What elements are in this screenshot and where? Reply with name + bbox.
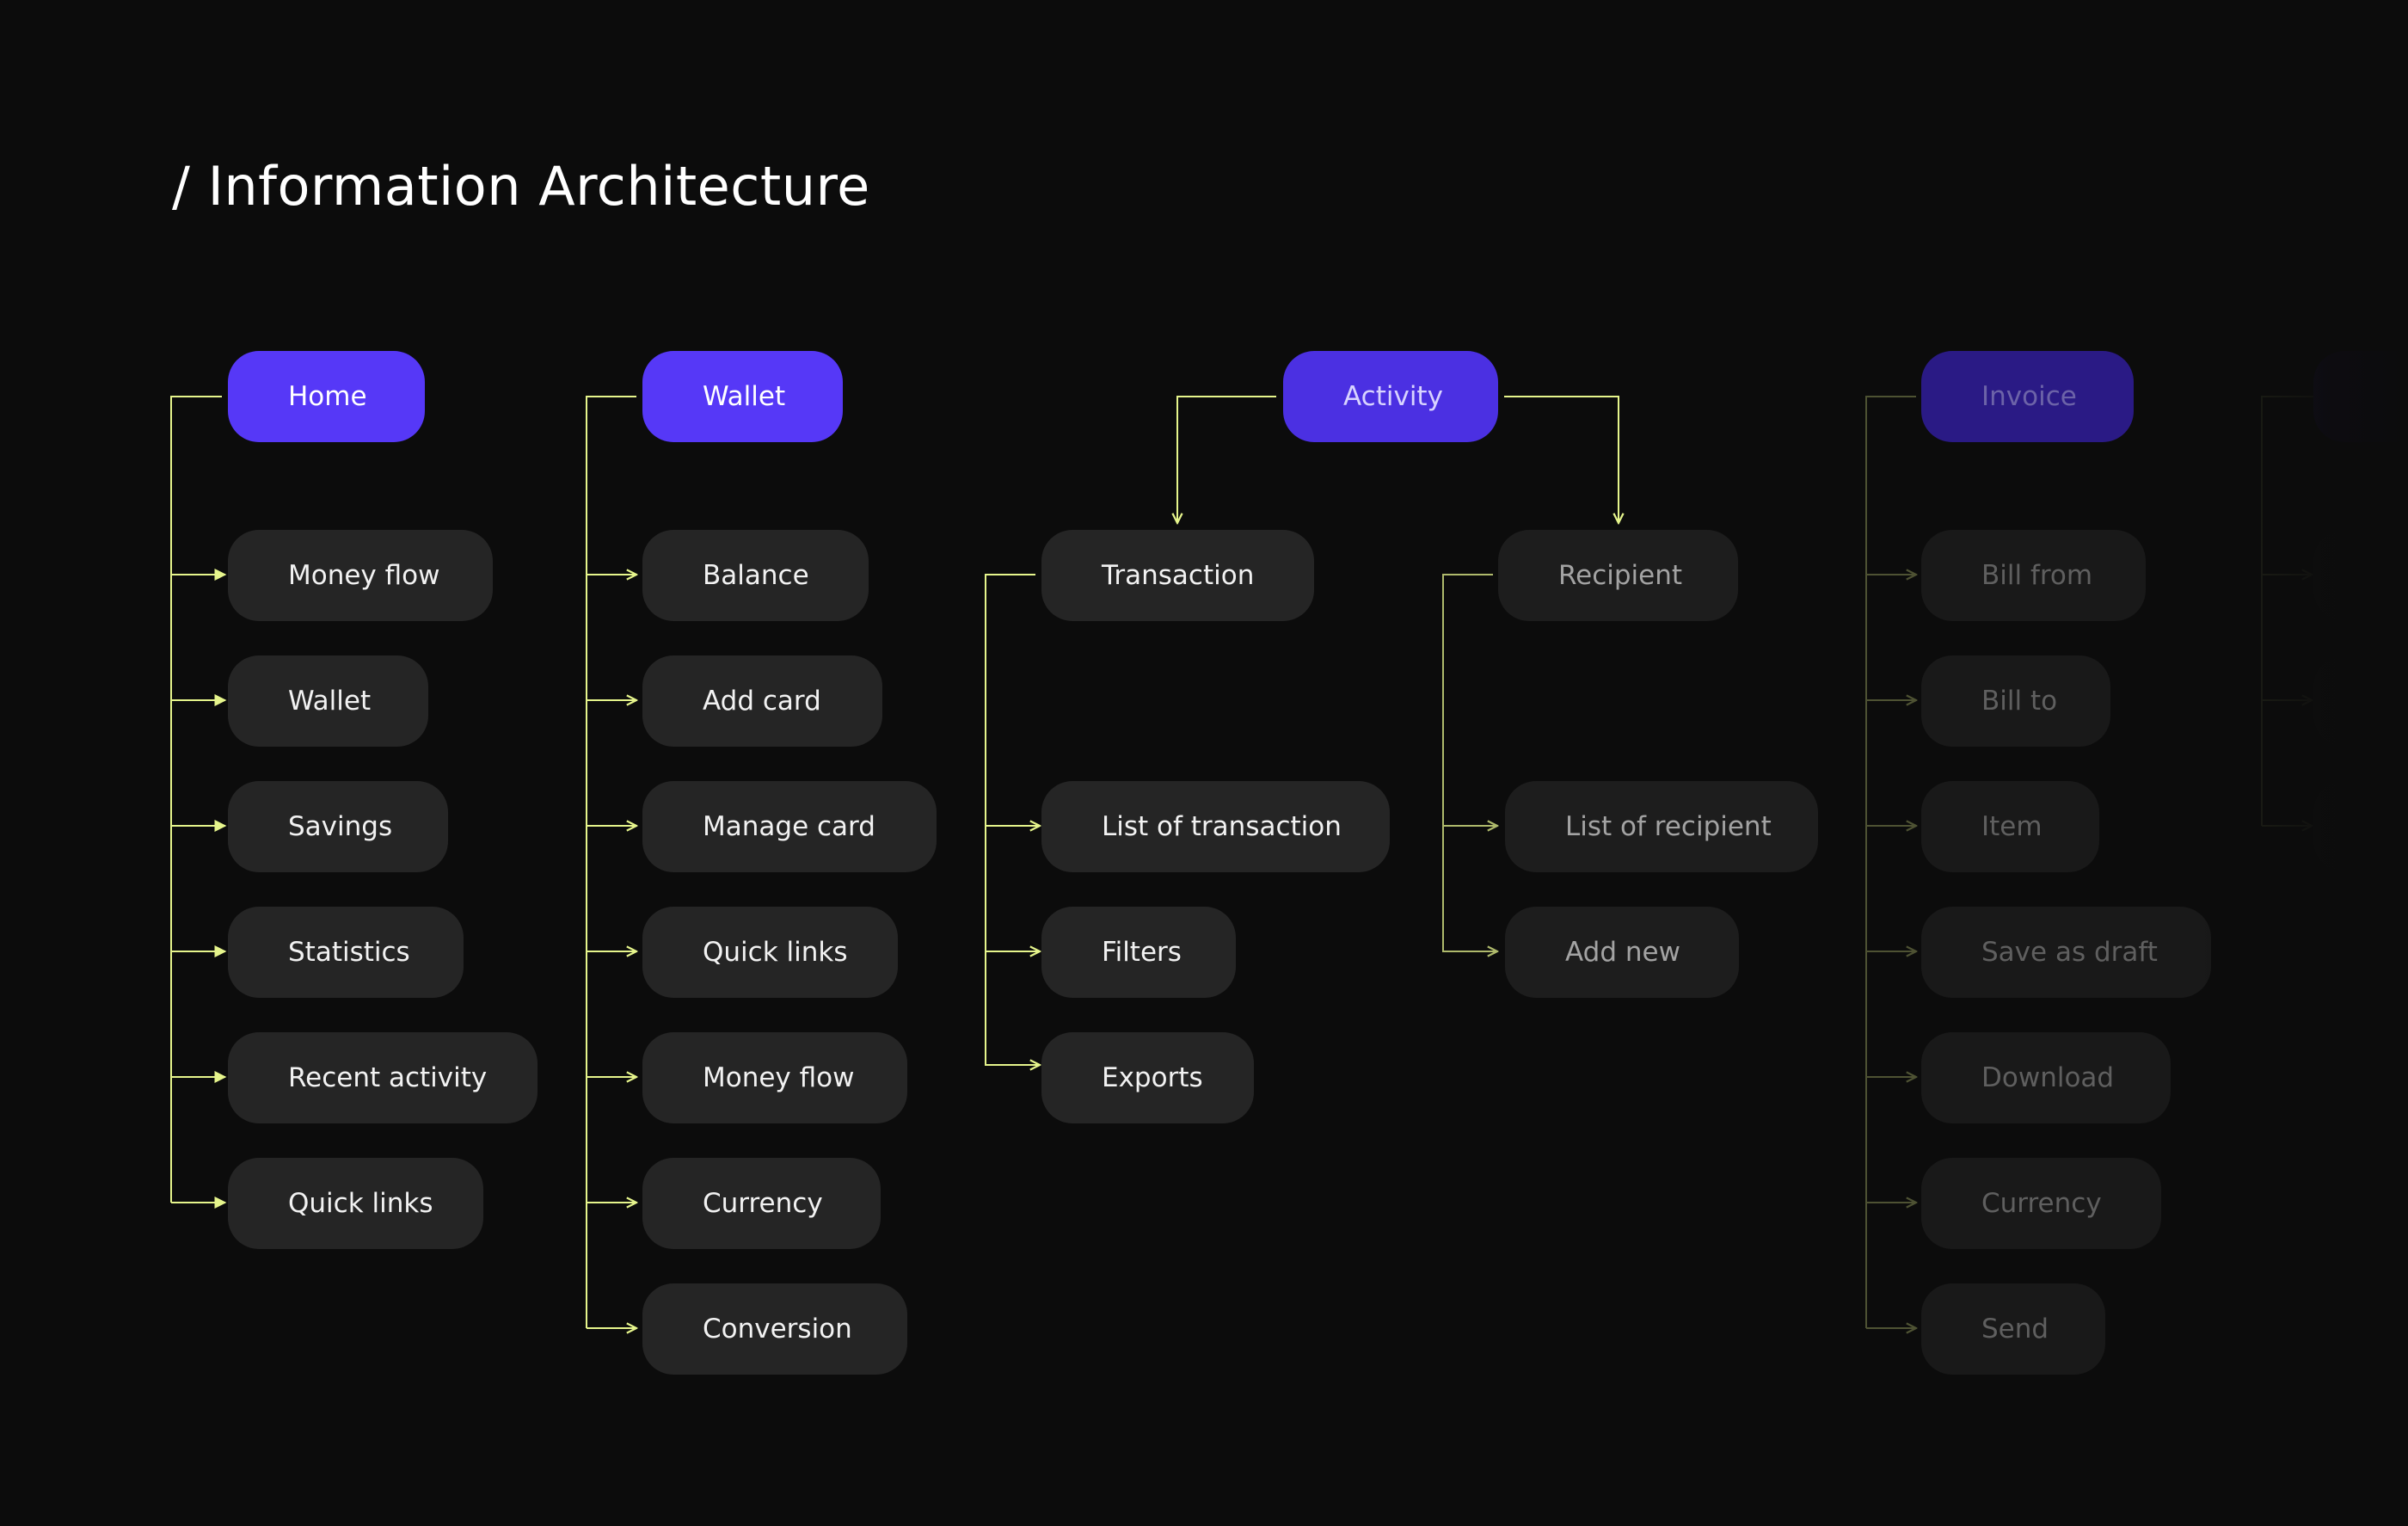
wallet-node-label: Wallet (703, 381, 786, 412)
wallet-item-label: Manage card (703, 811, 875, 842)
wallet-item-label: Currency (703, 1188, 823, 1219)
offscreen-item-node (2313, 655, 2408, 747)
wallet-item-balance[interactable]: Balance (642, 530, 869, 621)
wallet-item-label: Money flow (703, 1062, 855, 1093)
invoice-item-bill-from[interactable]: Bill from (1921, 530, 2146, 621)
transaction-item-label: Filters (1102, 937, 1182, 968)
invoice-item-item[interactable]: Item (1921, 781, 2099, 872)
wallet-item-money-flow[interactable]: Money flow (642, 1032, 907, 1123)
home-item-recent-activity[interactable]: Recent activity (228, 1032, 538, 1123)
invoice-item-save-as-draft[interactable]: Save as draft (1921, 907, 2211, 998)
transaction-item-exports[interactable]: Exports (1041, 1032, 1254, 1123)
invoice-item-currency[interactable]: Currency (1921, 1158, 2161, 1249)
home-item-quick-links[interactable]: Quick links (228, 1158, 483, 1249)
invoice-tree-connectors (1865, 396, 1916, 1328)
home-tree-connectors (170, 396, 227, 1209)
home-item-label: Statistics (288, 937, 410, 968)
recipient-item-label: Add new (1565, 937, 1680, 968)
home-item-label: Savings (288, 811, 393, 842)
transaction-item-list-of-transaction[interactable]: List of transaction (1041, 781, 1390, 872)
wallet-item-label: Balance (703, 560, 809, 591)
invoice-item-label: Bill from (1981, 560, 2093, 591)
home-item-money-flow[interactable]: Money flow (228, 530, 493, 621)
page-title: / Information Architecture (172, 155, 870, 218)
transaction-item-label: List of transaction (1102, 811, 1342, 842)
wallet-item-label: Conversion (703, 1314, 852, 1344)
wallet-tree-connectors (586, 396, 636, 1328)
recipient-tree-connectors (1442, 574, 1497, 951)
transaction-item-filters[interactable]: Filters (1041, 907, 1236, 998)
invoice-item-label: Send (1981, 1314, 2049, 1344)
wallet-item-conversion[interactable]: Conversion (642, 1283, 907, 1375)
transaction-item-label: Exports (1102, 1062, 1203, 1093)
invoice-item-bill-to[interactable]: Bill to (1921, 655, 2110, 747)
activity-group-label: Recipient (1558, 560, 1683, 591)
wallet-item-manage-card[interactable]: Manage card (642, 781, 937, 872)
wallet-item-quick-links[interactable]: Quick links (642, 907, 898, 998)
home-node-label: Home (288, 381, 367, 412)
wallet-item-label: Quick links (703, 937, 848, 968)
home-item-label: Recent activity (288, 1062, 488, 1093)
offscreen-item-node (2313, 781, 2408, 872)
activity-group-transaction[interactable]: Transaction (1041, 530, 1314, 621)
home-item-statistics[interactable]: Statistics (228, 907, 464, 998)
wallet-item-currency[interactable]: Currency (642, 1158, 881, 1249)
invoice-item-label: Save as draft (1981, 937, 2158, 968)
activity-node-label: Activity (1343, 381, 1443, 412)
offscreen-root-node (2313, 351, 2408, 442)
invoice-item-label: Bill to (1981, 686, 2058, 717)
wallet-item-add-card[interactable]: Add card (642, 655, 882, 747)
offscreen-item-node (2313, 530, 2408, 621)
invoice-node-label: Invoice (1981, 381, 2077, 412)
home-item-label: Wallet (288, 686, 372, 717)
home-item-savings[interactable]: Savings (228, 781, 448, 872)
recipient-item-list-of-recipient[interactable]: List of recipient (1505, 781, 1818, 872)
invoice-item-label: Item (1981, 811, 2042, 842)
activity-group-recipient[interactable]: Recipient (1498, 530, 1738, 621)
recipient-item-add-new[interactable]: Add new (1505, 907, 1739, 998)
home-node[interactable]: Home (228, 351, 425, 442)
activity-group-label: Transaction (1102, 560, 1255, 591)
wallet-node[interactable]: Wallet (642, 351, 843, 442)
right-edge-fade (2202, 0, 2408, 1526)
invoice-item-send[interactable]: Send (1921, 1283, 2105, 1375)
transaction-tree-connectors (985, 574, 1040, 1065)
home-item-label: Money flow (288, 560, 440, 591)
wallet-item-label: Add card (703, 686, 821, 717)
recipient-item-label: List of recipient (1565, 811, 1772, 842)
invoice-node[interactable]: Invoice (1921, 351, 2134, 442)
invoice-item-label: Download (1981, 1062, 2115, 1093)
activity-node[interactable]: Activity (1283, 351, 1498, 442)
invoice-item-label: Currency (1981, 1188, 2102, 1219)
invoice-item-download[interactable]: Download (1921, 1032, 2171, 1123)
home-item-label: Quick links (288, 1188, 433, 1219)
home-item-wallet[interactable]: Wallet (228, 655, 428, 747)
